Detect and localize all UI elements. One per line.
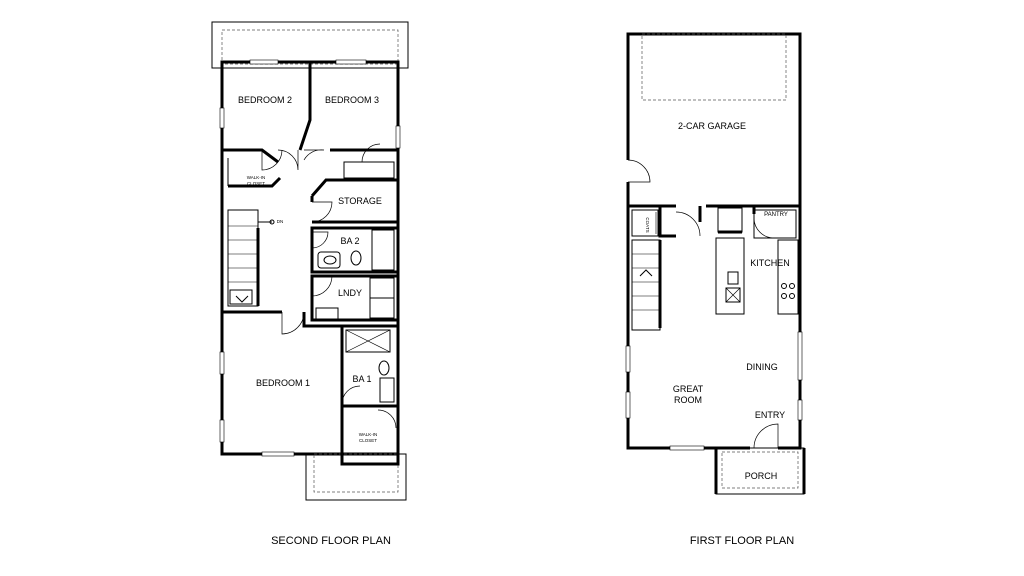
door-ba1	[341, 385, 361, 405]
ba2-tub	[371, 229, 395, 271]
ba1-shower-x2	[345, 329, 391, 353]
lndy-shelf	[315, 307, 339, 321]
door-pantry	[753, 217, 775, 239]
window	[249, 59, 279, 65]
door-bed1	[281, 311, 305, 335]
balcony-bottom-railing	[313, 453, 399, 493]
walkin-closet-top-walls	[228, 176, 282, 188]
range-burner	[781, 283, 787, 289]
garage-door-dashed	[641, 33, 787, 101]
window	[261, 451, 295, 457]
island-dishwasher	[727, 271, 739, 285]
label-bedroom-2: BEDROOM 2	[238, 95, 292, 105]
door-garage-interior	[675, 211, 701, 237]
label-great-room-2: ROOM	[674, 395, 702, 405]
window	[625, 391, 631, 419]
ba1-vanity	[379, 377, 395, 403]
kitchen-counter-right	[777, 239, 799, 315]
balcony-top-railing	[221, 29, 399, 65]
label-kitchen: KITCHEN	[750, 258, 790, 268]
pantry	[753, 209, 797, 239]
stair-second	[227, 209, 259, 307]
island-sink	[725, 287, 741, 303]
door-storage	[311, 201, 333, 223]
washer	[369, 277, 395, 299]
window	[669, 445, 705, 451]
fridge-nook	[717, 207, 743, 233]
wall-bed2-bed3	[298, 62, 312, 151]
door-ba2	[311, 231, 329, 249]
stair-up-arrow-icon	[639, 269, 653, 277]
storage-top-wall	[310, 178, 398, 197]
window	[625, 345, 631, 373]
caption-first-floor: FIRST FLOOR PLAN	[690, 535, 794, 547]
door-lndy	[311, 275, 333, 297]
window	[797, 399, 803, 421]
window	[219, 107, 225, 129]
lndy-walls	[310, 274, 400, 322]
window	[219, 419, 225, 443]
bed3-closet	[343, 161, 395, 179]
label-dining: DINING	[746, 362, 778, 372]
door-walkin-bottom	[377, 409, 397, 429]
label-lndy: LNDY	[338, 288, 362, 298]
door-bed2	[261, 149, 283, 171]
island-sink-x2	[725, 287, 741, 303]
label-coats: COATS	[645, 217, 650, 232]
balcony-bottom	[305, 453, 407, 501]
ba2-toilet	[350, 250, 362, 266]
label-entry: ENTRY	[755, 410, 785, 420]
walkin-bottom-walls	[340, 404, 400, 466]
door-entry	[753, 423, 779, 449]
label-garage: 2-CAR GARAGE	[678, 121, 746, 131]
label-walkin-closet-top-1: WALK-IN	[247, 175, 266, 180]
label-dn: DN	[277, 219, 284, 224]
stair-landing-box	[229, 289, 253, 305]
first-floor-left-bottom-wall	[626, 206, 750, 450]
coats-closet	[631, 209, 659, 237]
kitchen-island	[715, 237, 745, 315]
stair-dn-marker	[269, 219, 275, 225]
range-burner	[789, 283, 795, 289]
ba2-walls	[310, 226, 400, 274]
range-burner	[781, 293, 787, 299]
window	[395, 125, 401, 149]
garage-outer-wall	[626, 32, 802, 206]
range-burner	[789, 293, 795, 299]
label-ba1: BA 1	[352, 374, 371, 384]
stair-first	[631, 239, 661, 331]
caption-second-floor: SECOND FLOOR PLAN	[271, 535, 391, 547]
label-ba2: BA 2	[340, 236, 359, 246]
door-bed3	[303, 149, 325, 161]
label-bedroom-3: BEDROOM 3	[325, 95, 379, 105]
second-floor-plan: BEDROOM 2 BEDROOM 3 WALK-IN CLOSET STORA…	[211, 21, 409, 547]
dryer	[369, 297, 395, 319]
stair-treads-second	[228, 225, 258, 283]
label-storage: STORAGE	[338, 196, 382, 206]
door-garage-side	[627, 159, 651, 183]
label-bedroom-1: BEDROOM 1	[256, 378, 310, 388]
window	[219, 351, 225, 375]
label-porch: PORCH	[745, 471, 778, 481]
label-walkin-closet-bottom-2: CLOSET	[359, 438, 377, 443]
first-floor-plan: 2-CAR GARAGE COATS PANTRY KITCHEN DINING…	[625, 32, 806, 547]
ba1-toilet	[378, 360, 390, 376]
coats-wall	[658, 206, 676, 238]
stair-treads-first	[632, 253, 660, 311]
ba1-shower	[345, 329, 391, 353]
label-walkin-closet-top-2: CLOSET	[247, 181, 265, 186]
window	[797, 331, 803, 381]
ba2-sink	[323, 255, 337, 265]
stair-arrow-icon	[235, 295, 249, 303]
porch-railing	[721, 451, 799, 489]
wall-bed2-bottom	[222, 148, 279, 164]
label-walkin-closet-bottom-1: WALK-IN	[359, 432, 378, 437]
label-pantry: PANTRY	[764, 212, 788, 218]
ba2-vanity	[317, 251, 341, 269]
door-bed2-b	[277, 149, 299, 171]
label-great-room-1: GREAT	[673, 384, 704, 394]
door-bed3-closet	[361, 143, 381, 163]
window	[335, 59, 367, 65]
